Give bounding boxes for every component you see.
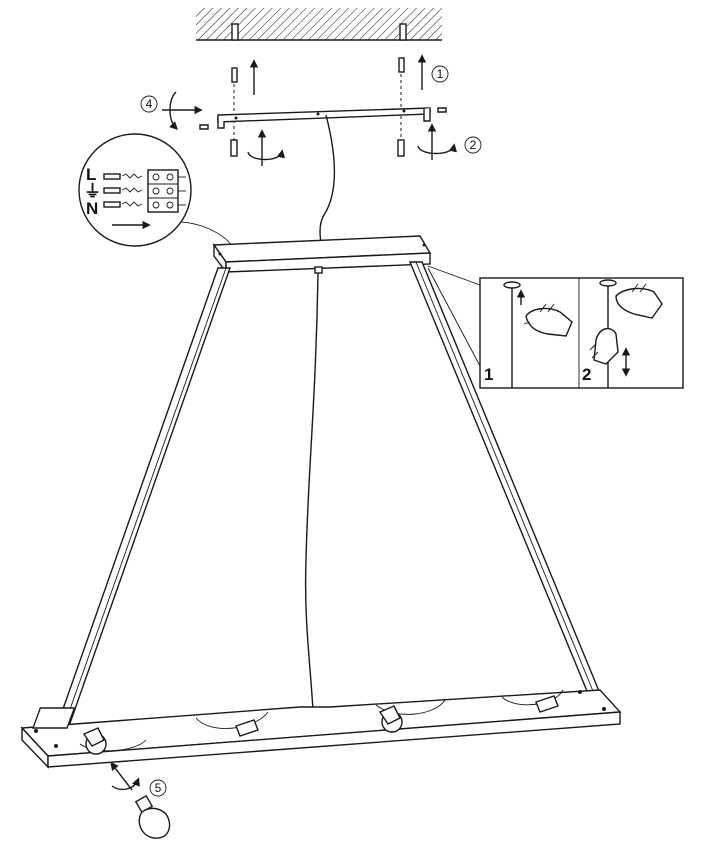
step-marker-1: 1: [431, 65, 449, 83]
terminal-block: [147, 169, 179, 213]
hand-icon: [523, 303, 573, 337]
inset-panel-2-label: 2: [582, 365, 591, 384]
left-arm: [49, 267, 231, 747]
hand-pull-icon: [589, 327, 619, 365]
ceiling-screws: [230, 54, 427, 157]
rotation-arrows: [162, 91, 458, 166]
wiring-detail: L ⏚ N: [78, 133, 233, 247]
step-1-label: 1: [437, 67, 444, 81]
supply-cable: [319, 114, 336, 249]
power-cord: [304, 266, 323, 719]
light-bulb-icon: [110, 761, 171, 839]
step-2-label: 2: [470, 138, 477, 152]
socket-bulbs: [82, 695, 559, 755]
mounting-bracket: [217, 107, 431, 129]
step-marker-2: 2: [464, 136, 482, 154]
terminal-N-label: N: [86, 199, 98, 218]
terminal-L-label: L: [86, 165, 96, 184]
step-marker-5: 5: [149, 779, 167, 797]
terminal-earth-label: ⏚: [84, 182, 101, 201]
step-5-label: 5: [155, 781, 162, 795]
inset-cable-1: [503, 281, 526, 388]
ceiling: [196, 8, 442, 41]
height-adjust-inset: 1 2: [427, 265, 684, 389]
step-marker-4: 4: [140, 95, 158, 113]
canopy: [212, 235, 432, 275]
lamp-bar: [20, 689, 622, 769]
hand-press-icon: [615, 283, 663, 319]
wires: [103, 173, 186, 208]
step-4-label: 4: [146, 97, 153, 111]
inset-panel-1-label: 1: [484, 365, 493, 384]
